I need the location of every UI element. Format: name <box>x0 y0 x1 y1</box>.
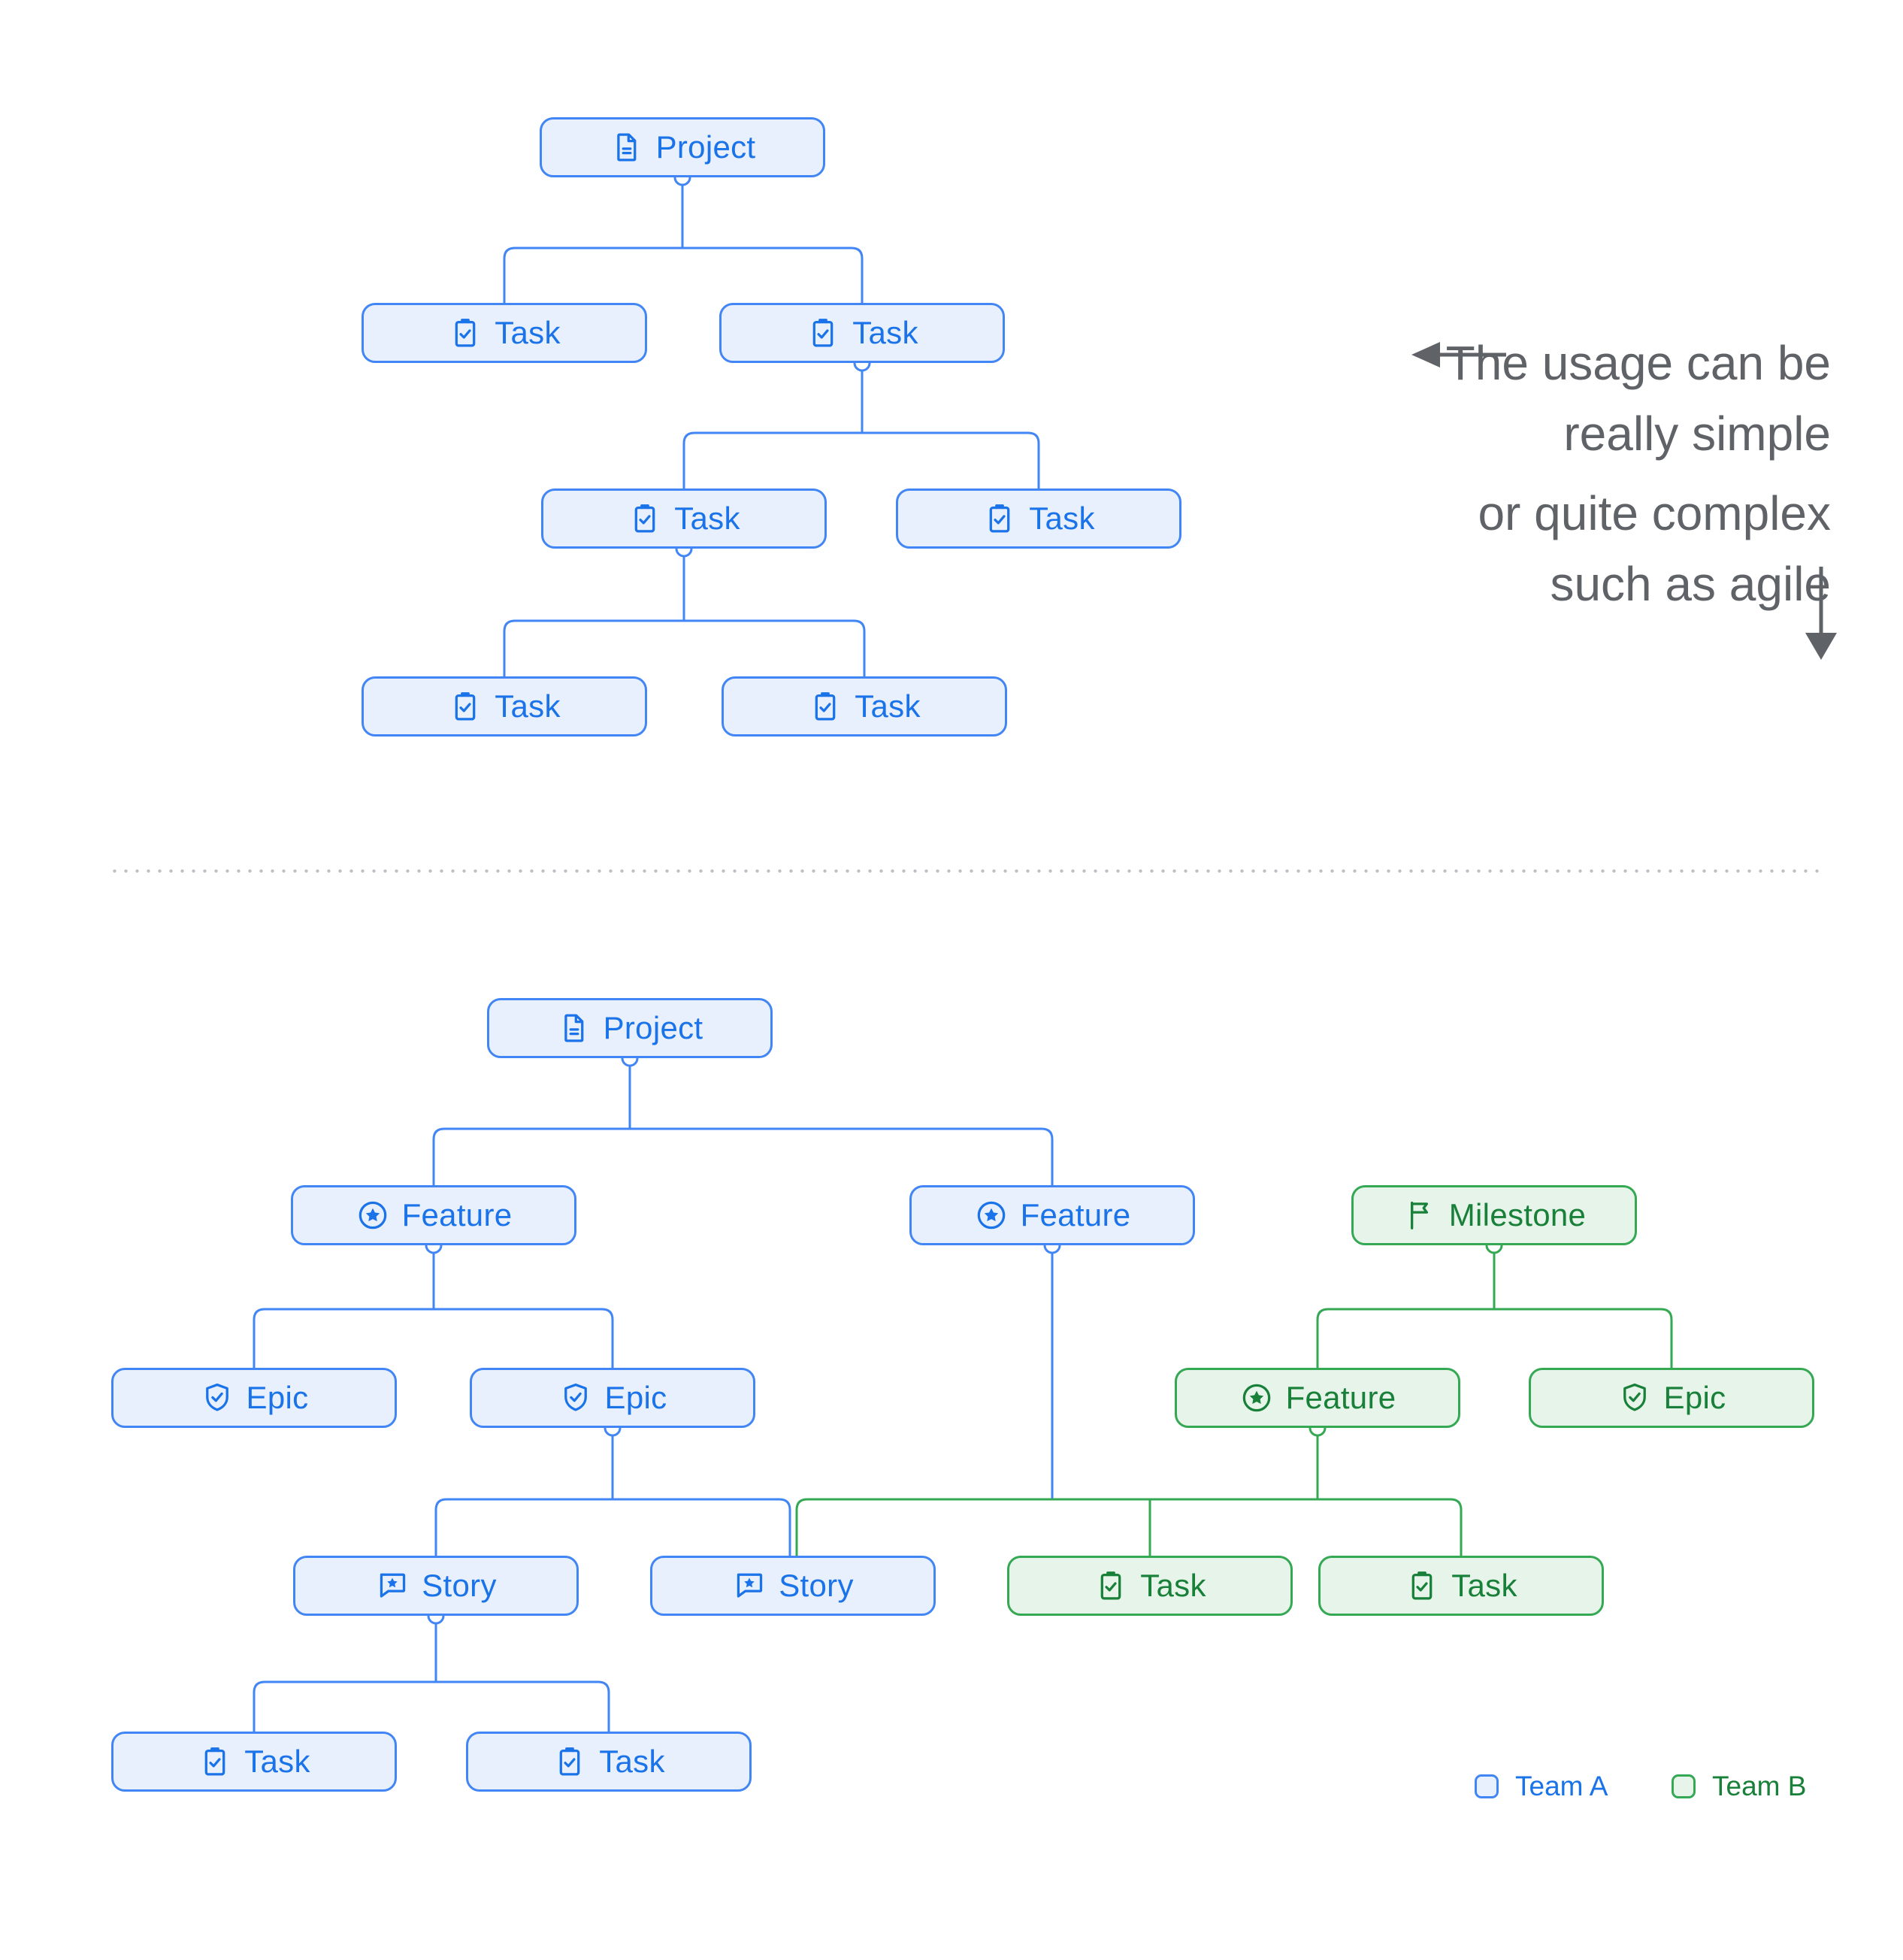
project-icon <box>557 1011 591 1045</box>
legend-label: Team B <box>1712 1771 1807 1801</box>
node-label: Task <box>1451 1568 1517 1603</box>
task-icon <box>1094 1568 1128 1603</box>
connector-edge <box>682 363 1040 488</box>
connector-edge <box>253 1245 614 1368</box>
node-label: Story <box>779 1568 854 1603</box>
node-label: Project <box>603 1010 703 1045</box>
node-task: Task <box>719 303 1005 363</box>
task-icon <box>552 1744 587 1779</box>
node-story: Story <box>293 1556 579 1616</box>
task-icon <box>982 501 1017 536</box>
legend-team-a: Team A <box>1475 1771 1608 1802</box>
node-label: Task <box>599 1744 665 1779</box>
node-feature: Feature <box>291 1185 576 1245</box>
annotation-line: such as agile <box>1550 557 1831 611</box>
node-label: Task <box>495 688 561 724</box>
story-icon <box>732 1568 767 1603</box>
node-epic: Epic <box>470 1368 755 1428</box>
node-task: Task <box>541 488 827 549</box>
left-arrow-icon <box>1411 342 1506 368</box>
node-label: Feature <box>1020 1197 1131 1233</box>
node-task: Task <box>722 676 1007 737</box>
node-label: Task <box>244 1744 310 1779</box>
feature-icon <box>974 1198 1009 1233</box>
team-b-swatch-icon <box>1672 1774 1696 1798</box>
task-icon <box>448 316 483 350</box>
node-project: Project <box>540 117 825 177</box>
story-icon <box>375 1568 410 1603</box>
task-icon <box>198 1744 232 1779</box>
node-label: Project <box>655 129 756 165</box>
node-task: Task <box>466 1732 752 1792</box>
node-task: Task <box>1007 1556 1293 1616</box>
task-icon <box>448 689 483 724</box>
node-label: Epic <box>1663 1380 1726 1415</box>
node-task: Task <box>362 676 647 737</box>
node-label: Task <box>495 315 561 350</box>
annotation-complex: or quite complex such as agile <box>1478 478 1831 619</box>
task-icon <box>808 689 843 724</box>
connector-edge <box>434 1428 791 1556</box>
node-feature: Feature <box>1175 1368 1460 1428</box>
team-a-swatch-icon <box>1475 1774 1499 1798</box>
node-feature: Feature <box>909 1185 1195 1245</box>
node-label: Task <box>1140 1568 1206 1603</box>
down-arrow-icon <box>1805 567 1837 660</box>
node-label: Task <box>1029 501 1095 536</box>
task-icon <box>806 316 840 350</box>
annotation-line: really simple <box>1563 407 1831 461</box>
node-label: Feature <box>1285 1380 1396 1415</box>
task-icon <box>1405 1568 1439 1603</box>
node-milestone: Milestone <box>1351 1185 1637 1245</box>
connector-edge <box>503 549 866 676</box>
node-project: Project <box>487 998 773 1058</box>
epic-icon <box>1617 1381 1652 1415</box>
node-label: Task <box>674 501 740 536</box>
project-icon <box>610 130 644 165</box>
legend-label: Team A <box>1515 1771 1608 1801</box>
node-story: Story <box>650 1556 936 1616</box>
node-label: Epic <box>604 1380 667 1415</box>
epic-icon <box>200 1381 234 1415</box>
node-task: Task <box>362 303 647 363</box>
connector-edge <box>253 1616 610 1732</box>
node-task: Task <box>896 488 1181 549</box>
feature-icon <box>1239 1381 1274 1415</box>
node-label: Epic <box>246 1380 309 1415</box>
node-task: Task <box>1318 1556 1604 1616</box>
legend-team-b: Team B <box>1672 1771 1806 1802</box>
connector-edge <box>432 1058 1054 1185</box>
node-label: Task <box>852 315 918 350</box>
feature-icon <box>355 1198 390 1233</box>
annotation-line: The usage can be <box>1445 336 1831 390</box>
node-label: Milestone <box>1448 1197 1587 1233</box>
node-label: Task <box>855 688 921 724</box>
epic-icon <box>558 1381 593 1415</box>
node-label: Feature <box>401 1197 513 1233</box>
annotation-simple: The usage can be really simple <box>1446 328 1831 469</box>
node-task: Task <box>111 1732 397 1792</box>
dotted-divider <box>109 869 1820 873</box>
node-epic: Epic <box>1529 1368 1814 1428</box>
connector-edge <box>1316 1245 1673 1368</box>
connector-edge <box>503 177 864 303</box>
milestone-icon <box>1402 1198 1437 1233</box>
node-epic: Epic <box>111 1368 397 1428</box>
node-label: Story <box>422 1568 497 1603</box>
annotation-line: or quite complex <box>1478 486 1831 540</box>
connector-edge <box>795 1428 1463 1556</box>
task-icon <box>628 501 662 536</box>
